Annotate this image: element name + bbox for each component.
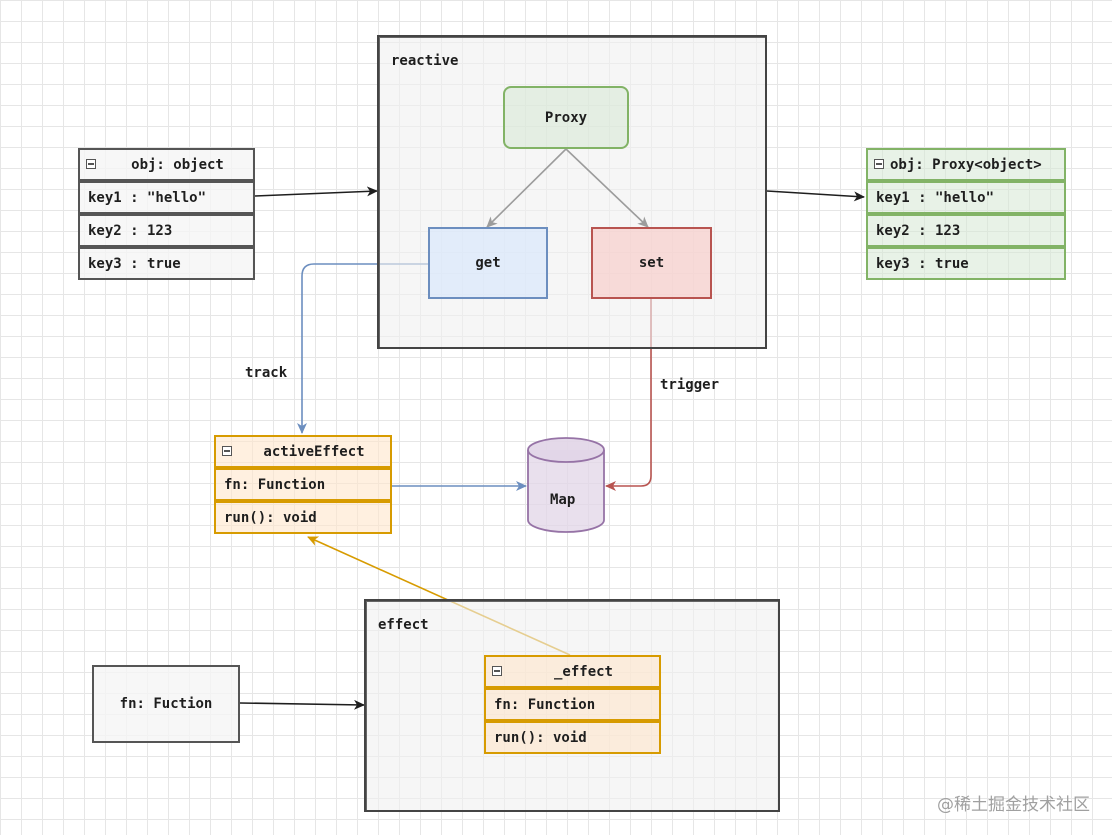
edge-fn-to-effect — [239, 699, 365, 710]
proxy-node: Proxy — [503, 86, 629, 149]
class-row: fn: Function — [484, 688, 661, 721]
reactive-container: reactive — [377, 35, 767, 349]
obj-object-class: obj: object key1 : "hello" key2 : 123 ke… — [78, 148, 255, 280]
row-text: key1 : "hello" — [88, 189, 207, 206]
row-text: fn: Function — [224, 476, 326, 493]
set-node: set — [591, 227, 712, 299]
class-row: key1 : "hello" — [866, 181, 1066, 214]
row-text: key3 : true — [88, 255, 181, 272]
map-cylinder — [527, 437, 605, 533]
obj-proxy-class: obj: Proxy<object> key1 : "hello" key2 :… — [866, 148, 1066, 280]
active-effect-class: activeEffect fn: Function run(): void — [214, 435, 392, 534]
watermark: @稀土掘金技术社区 — [937, 795, 1090, 815]
row-text: key3 : true — [876, 255, 969, 272]
class-row: key2 : 123 — [78, 214, 255, 247]
edge-trigger — [605, 298, 652, 491]
fn-label: fn: Fuction — [119, 696, 213, 712]
inner-effect-header: _effect — [484, 655, 661, 688]
inner-effect-title: _effect — [553, 663, 613, 680]
obj-object-header: obj: object — [78, 148, 255, 181]
map-label: Map — [550, 492, 576, 508]
collapse-icon[interactable] — [874, 159, 884, 169]
fn-node: fn: Fuction — [92, 665, 240, 743]
class-row: run(): void — [214, 501, 392, 534]
inner-effect-class: _effect fn: Function run(): void — [484, 655, 661, 754]
class-row: key1 : "hello" — [78, 181, 255, 214]
edge-reactive-to-proxy-object — [766, 190, 865, 202]
get-label: get — [475, 255, 501, 271]
reactive-label: reactive — [391, 53, 459, 69]
obj-proxy-header: obj: Proxy<object> — [866, 148, 1066, 181]
collapse-icon[interactable] — [86, 159, 96, 169]
row-text: fn: Function — [494, 696, 596, 713]
edge-track — [297, 263, 428, 434]
obj-object-title: obj: object — [131, 156, 224, 173]
trigger-label: trigger — [660, 377, 720, 393]
proxy-label: Proxy — [544, 109, 588, 126]
effect-label: effect — [378, 617, 429, 633]
active-effect-header: activeEffect — [214, 435, 392, 468]
collapse-icon[interactable] — [492, 666, 502, 676]
row-text: run(): void — [494, 729, 587, 746]
set-label: set — [638, 255, 665, 271]
obj-proxy-title: obj: Proxy<object> — [890, 156, 1042, 173]
collapse-icon[interactable] — [222, 446, 232, 456]
class-row: key3 : true — [866, 247, 1066, 280]
row-text: key1 : "hello" — [876, 189, 995, 206]
row-text: key2 : 123 — [88, 222, 173, 239]
get-node: get — [428, 227, 548, 299]
track-label: track — [245, 365, 288, 381]
class-row: key3 : true — [78, 247, 255, 280]
class-row: key2 : 123 — [866, 214, 1066, 247]
active-effect-title: activeEffect — [263, 443, 365, 460]
row-text: run(): void — [224, 509, 317, 526]
edge-obj-to-reactive — [254, 186, 378, 197]
row-text: key2 : 123 — [876, 222, 961, 239]
class-row: run(): void — [484, 721, 661, 754]
class-row: fn: Function — [214, 468, 392, 501]
